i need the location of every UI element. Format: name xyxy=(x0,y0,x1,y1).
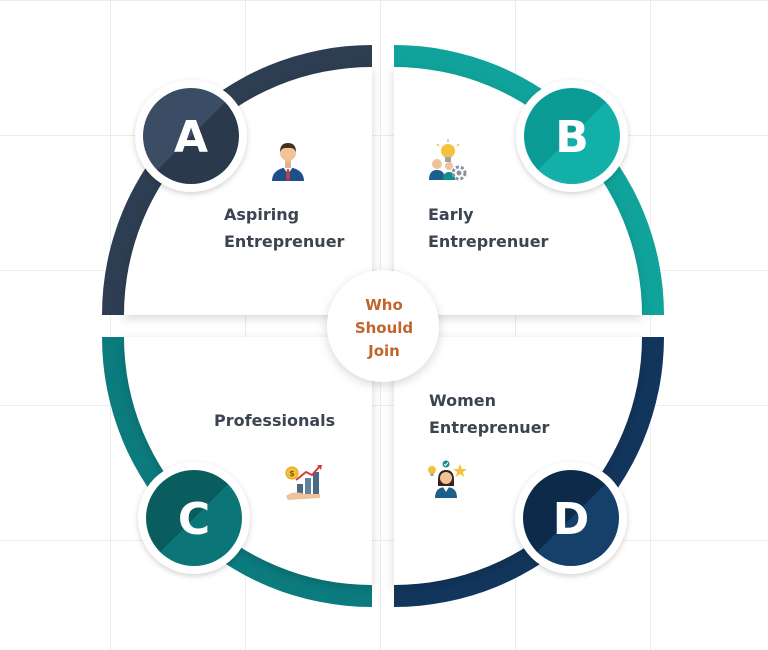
quadrant-b xyxy=(394,45,664,315)
quadrant-d xyxy=(394,337,664,607)
center-title-line: Who xyxy=(365,295,403,314)
quadrant-a-label: Aspiring Entreprenuer xyxy=(224,201,344,255)
center-title: Who Should Join xyxy=(328,277,440,379)
quadrant-a-label-line: Entreprenuer xyxy=(224,232,345,251)
businesswoman-idea-icon xyxy=(428,460,467,498)
quadrant-c-label-line: Professionals xyxy=(214,411,336,430)
quadrant-b-label: Early Entreprenuer xyxy=(428,201,548,255)
quadrant-a xyxy=(102,45,372,315)
center-title-line: Should xyxy=(354,318,414,337)
badge-c-letter: C xyxy=(178,494,210,545)
center-circle xyxy=(327,270,439,382)
quadrant-c-card xyxy=(124,337,372,585)
badge-c: C xyxy=(138,462,250,574)
idea-team-gear-icon xyxy=(429,139,467,181)
quadrant-d-label: Women Entreprenuer xyxy=(429,387,549,441)
badge-a-letter: A xyxy=(174,112,208,163)
badge-b-letter: B xyxy=(555,112,589,163)
quadrant-d-label-line: Entreprenuer xyxy=(429,418,550,437)
quadrant-c-label: Professionals xyxy=(214,407,335,434)
quadrant-b-label-line: Early xyxy=(428,205,474,224)
quadrant-b-card xyxy=(394,67,642,315)
quadrant-b-label-line: Entreprenuer xyxy=(428,232,549,251)
badge-d-letter: D xyxy=(553,494,590,545)
quadrant-c xyxy=(102,337,372,607)
quadrant-a-card xyxy=(124,67,372,315)
badge-d: D xyxy=(515,462,627,574)
money-growth-chart-icon: $ xyxy=(285,465,322,500)
businessman-icon xyxy=(272,143,304,181)
badge-b: B xyxy=(516,80,628,192)
quadrant-a-label-line: Aspiring xyxy=(224,205,300,224)
svg-text:$: $ xyxy=(289,469,295,478)
badge-a: A xyxy=(135,80,247,192)
quadrant-d-label-line: Women xyxy=(429,391,496,410)
center-title-line: Join xyxy=(368,341,400,360)
quadrant-d-card xyxy=(394,337,642,585)
